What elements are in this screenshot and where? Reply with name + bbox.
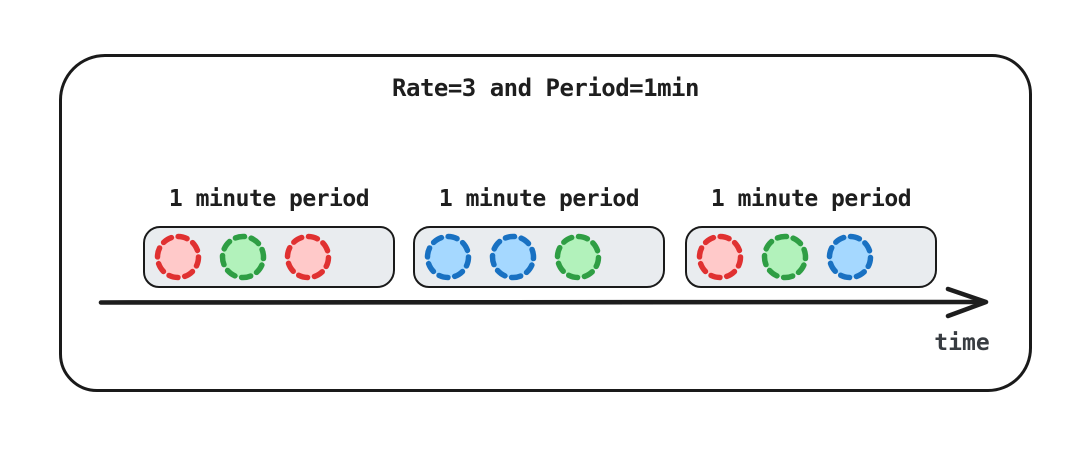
arrow-head <box>945 286 989 319</box>
period-group-2: 1 minute period <box>413 184 665 288</box>
request-circle-green <box>761 233 809 281</box>
request-circle-green <box>219 233 267 281</box>
request-circle-green <box>554 233 602 281</box>
period-label: 1 minute period <box>168 186 370 212</box>
period-label: 1 minute period <box>438 186 640 212</box>
diagram-title: Rate=3 and Period=1min <box>392 74 699 102</box>
period-label: 1 minute period <box>710 186 912 212</box>
period-box <box>685 226 937 288</box>
request-circle-blue <box>826 233 874 281</box>
request-circle-red <box>284 233 332 281</box>
request-circle-blue <box>424 233 472 281</box>
time-axis-label: time <box>934 330 990 356</box>
request-circle-red <box>696 233 744 281</box>
diagram-frame <box>59 54 1032 392</box>
request-circle-blue <box>489 233 537 281</box>
period-box <box>143 226 395 288</box>
period-group-1: 1 minute period <box>143 184 395 288</box>
period-box <box>413 226 665 288</box>
period-group-3: 1 minute period <box>685 184 937 288</box>
arrow-shaft <box>98 299 982 305</box>
request-circle-red <box>154 233 202 281</box>
time-arrow <box>98 286 989 319</box>
